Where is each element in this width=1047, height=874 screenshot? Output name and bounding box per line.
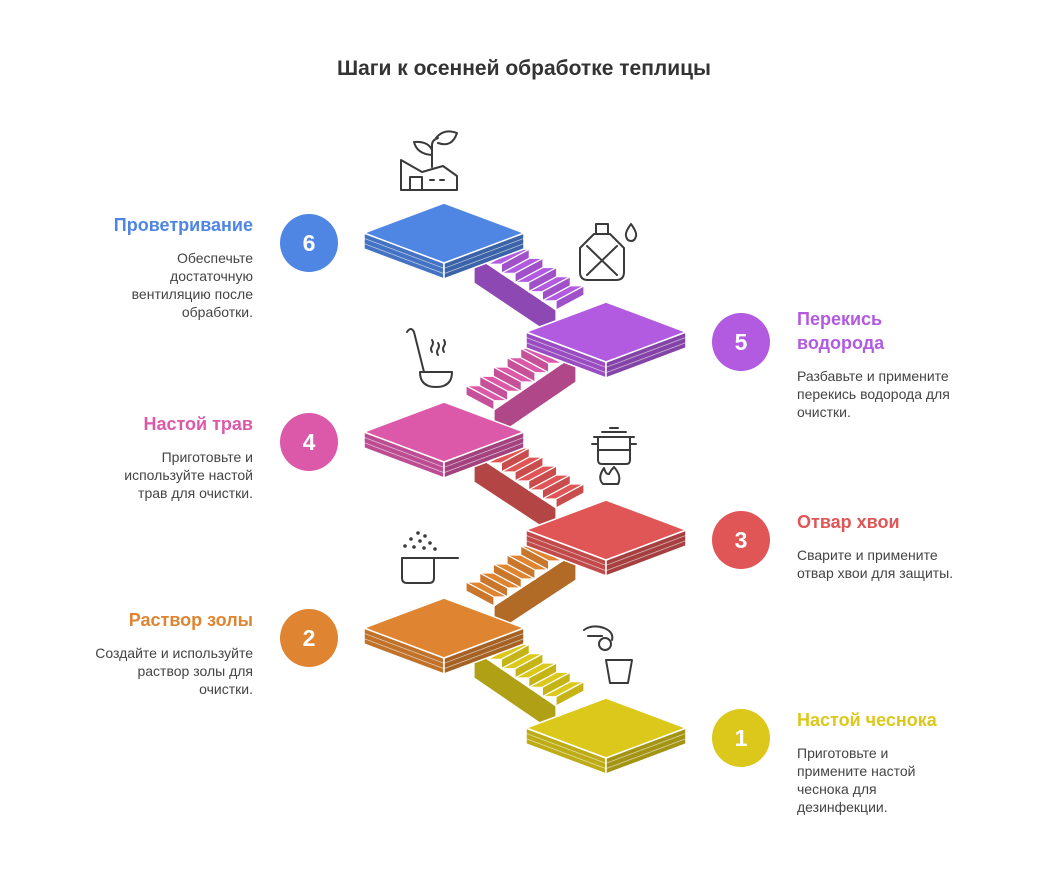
- step-number: 4: [303, 429, 316, 455]
- stair-flight-3: [473, 437, 585, 538]
- bottle-icon: [579, 223, 638, 281]
- ash-pot-icon: [401, 531, 459, 584]
- step-title: Проветривание: [114, 215, 253, 235]
- platform-3: [525, 499, 687, 578]
- step-number-badge: [712, 709, 770, 767]
- step-number: 6: [303, 230, 316, 256]
- step-number-badge: [280, 609, 338, 667]
- step-number-badge: [280, 413, 338, 471]
- step-title: Настой чеснока: [797, 710, 938, 730]
- cooking-pot-icon: [591, 427, 637, 485]
- platform-2: [363, 597, 525, 676]
- step-number: 5: [735, 329, 748, 355]
- platform-5: [525, 301, 687, 380]
- platform-1: [525, 697, 687, 776]
- garlic-jar-icon: [583, 625, 633, 684]
- step-title: Раствор золы: [129, 610, 253, 630]
- step-title: Отвар хвои: [797, 512, 900, 532]
- platform-4: [363, 401, 525, 480]
- step-number: 1: [735, 725, 748, 751]
- greenhouse-plant-icon: [400, 130, 458, 191]
- step-icons: [400, 130, 638, 684]
- step-number-badge: [712, 313, 770, 371]
- page-title: Шаги к осенней обработке теплицы: [337, 57, 711, 80]
- platforms: [363, 202, 687, 776]
- ladle-icon: [406, 328, 453, 388]
- step-number-badge: [712, 511, 770, 569]
- staircase: [465, 238, 585, 736]
- step-number: 3: [735, 527, 748, 553]
- platform-6: [363, 202, 525, 281]
- step-number-badge: [280, 214, 338, 272]
- step-number: 2: [303, 625, 316, 651]
- step-title: Настой трав: [143, 414, 253, 434]
